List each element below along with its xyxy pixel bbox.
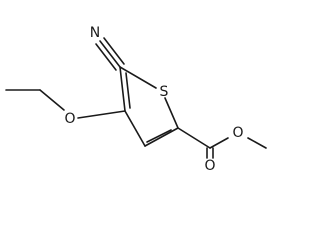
bond-c4-o [77,110,126,119]
bond-c4-c5-inner [125,72,131,109]
nitrile-nitrogen-label: N [90,25,100,41]
bond-c4-c5 [119,66,126,112]
nitrile-triple-bond-b [103,37,125,65]
bond-c5-s [119,66,157,89]
bond-c2-c3-inner [146,129,172,143]
thiophene-ring [119,66,179,147]
nitrile-group [95,37,125,71]
nitrile-triple-bond-c [95,43,117,71]
bond-o-methyl [247,137,267,149]
bond-s-c2 [164,97,179,129]
bond-c2-carbonyl-c [177,127,211,149]
bond-o-ch2 [39,89,65,111]
ester-oxygen-label: O [232,125,243,141]
bond-carbonyl-c-o [209,137,229,149]
bond-c2-c3 [144,127,179,147]
ethoxy-oxygen-label: O [64,111,75,127]
ester-group [177,127,267,159]
bond-c3-c4 [124,110,146,147]
sulfur-label: S [160,84,169,100]
carbonyl-oxygen-label: O [204,158,215,174]
ethoxy-group [5,89,126,119]
chemical-structure: N S O O O [5,25,267,174]
nitrile-triple-bond-a [99,40,121,68]
